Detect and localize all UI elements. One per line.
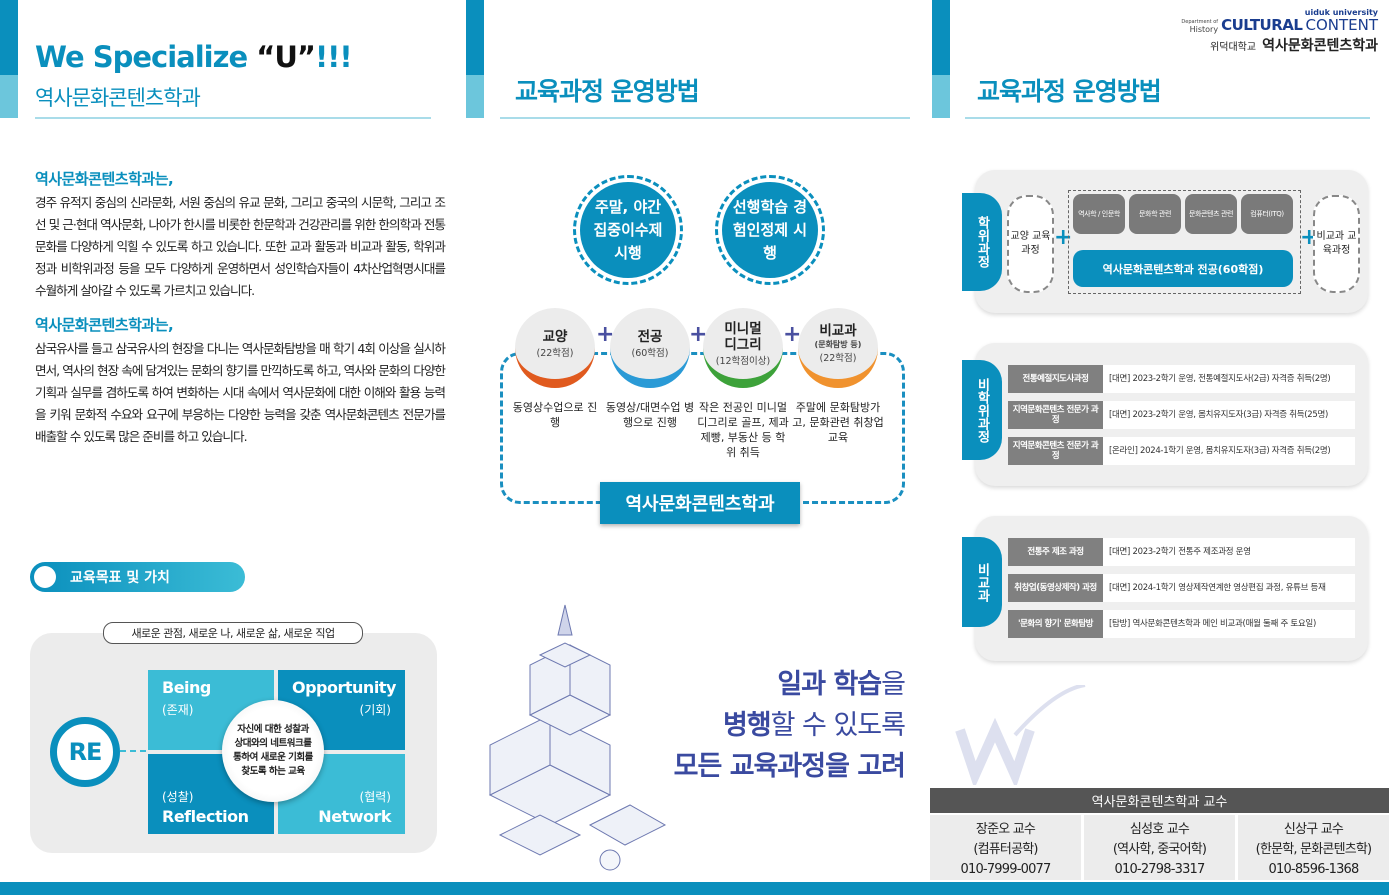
professor-card: 심성호 교수(역사학, 중국어학)010-2798-3317 [1084, 815, 1235, 880]
table-row: 지역문화콘텐츠 전문가 과정[온라인] 2024-1학기 운영, 몸치유지도자(… [1008, 437, 1355, 465]
extracurricular-course: 비교과 교육과정 [1313, 195, 1360, 293]
center-circle: 자신에 대한 성찰과 상대와의 네트워크를 통하여 새로운 기회를 찾도록 하는… [222, 700, 324, 802]
table-row: 전통예절지도사과정[대면] 2023-2학기 운영, 전통예절지도사(2급) 자… [1008, 365, 1355, 393]
subtitle: 역사문화콘텐츠학과 [35, 86, 201, 110]
general-course: 교양 교육과정 [1007, 195, 1054, 293]
feature-circle: 주말, 야간 집중이수제 시행 [573, 175, 683, 285]
accent-stripe [932, 0, 950, 75]
divider [965, 117, 1370, 119]
tab-nondegree: 비학위과정 [962, 360, 1002, 460]
plus-icon: + [596, 322, 615, 347]
professor-card: 장준오 교수(컴퓨터공학)010-7999-0077 [930, 815, 1081, 880]
table-row: 전통주 제조 과정[대면] 2023-2학기 전통주 제조과정 운영 [1008, 538, 1355, 566]
goals-label-text: 교육목표 및 가치 [70, 570, 170, 586]
circle-icon [34, 566, 56, 588]
table-row: 취창업(동영상제작) 과정[대면] 2024-1학기 영상제작연계한 영상편집 … [1008, 574, 1355, 602]
accent-stripe [466, 75, 484, 118]
course-desc: 동영상수업으로 진행 [512, 401, 598, 429]
professor-card: 신상구 교수(한문학, 문화콘텐츠학)010-8596-1368 [1238, 815, 1389, 880]
university-logo: uiduk university Department of History C… [1181, 8, 1378, 54]
intro-text: 역사문화콘텐츠학과는, 경주 유적지 중심의 신라문화, 서원 중심의 유교 문… [35, 168, 446, 448]
professors-header: 역사문화콘텐츠학과 교수 [930, 788, 1389, 813]
course-item-minimal-degree: 미니멀 디그리(12학점이상) [703, 308, 783, 388]
course-item-general: 교양(22학점) [515, 308, 595, 388]
slogan-line: 일과 학습을 [777, 669, 906, 700]
page-title: We Specialize “U”!!! [35, 40, 353, 74]
re-badge: RE [50, 717, 120, 787]
table-row: '문화의 향기' 문화탐방[탐방] 역사문화콘텐츠학과 메인 비교과(매월 둘째… [1008, 610, 1355, 638]
watermark-logo [955, 685, 1086, 785]
accent-stripe [0, 0, 18, 75]
accent-stripe [466, 0, 484, 75]
major-group [1068, 190, 1301, 294]
plus-icon: + [1054, 225, 1073, 250]
connector [120, 750, 146, 752]
section-body: 삼국유사를 들고 삼국유사의 현장을 다니는 역사문화탐방을 매 학기 4회 이… [35, 341, 446, 444]
major-course: 역사문화콘텐츠학과 전공(60학점) [1073, 250, 1293, 287]
bubble: 문화콘텐츠 관련 [1185, 194, 1237, 234]
course-desc: 동영상/대면수업 병행으로 진행 [605, 401, 695, 429]
accent-stripe [932, 75, 950, 118]
plus-icon: + [689, 322, 708, 347]
course-desc: 작은 전공인 미니멀디그리로 골프, 제과제빵, 부동산 등 학위 취득 [697, 401, 789, 459]
divider [500, 117, 910, 119]
slogan-line: 모든 교육과정을 고려 [673, 751, 906, 782]
isometric-illustration [488, 604, 667, 871]
tab-extracurricular: 비교과 [962, 537, 1002, 627]
course-item-extracurricular: 비교과(문화탐방 등)(22학점) [798, 308, 878, 388]
dept-label: 역사문화콘텐츠학과 [600, 482, 800, 524]
course-desc: 주말에 문화탐방가고, 문화관련 취창업 교육 [792, 401, 884, 444]
section-heading: 역사문화콘텐츠학과는, [35, 170, 174, 188]
plus-icon: + [783, 322, 802, 347]
section-heading: 역사문화콘텐츠학과는, [35, 316, 174, 334]
tab-degree: 학위과정 [962, 193, 1002, 291]
accent-stripe [0, 75, 18, 118]
feature-circle: 선행학습 경험인정제 시행 [715, 175, 825, 285]
divider [35, 117, 431, 119]
bubble: 컴퓨터(ITQ) [1241, 194, 1293, 234]
bubble: 문화학 관련 [1129, 194, 1181, 234]
quadrant-network: (협력)Network [278, 754, 405, 834]
section-title: 교육과정 운영방법 [515, 77, 700, 106]
lightbulb-icon [599, 849, 621, 871]
section-title: 교육과정 운영방법 [977, 77, 1162, 106]
rocket-icon [557, 604, 573, 636]
goals-tag: 새로운 관점, 새로운 나, 새로운 삶, 새로운 직업 [103, 622, 363, 644]
section-body: 경주 유적지 중심의 신라문화, 서원 중심의 유교 문화, 그리고 중국의 시… [35, 195, 446, 298]
goals-label: 교육목표 및 가치 [30, 562, 245, 592]
bubble: 역사학 / 인문학 [1073, 194, 1125, 234]
table-row: 지역문화콘텐츠 전문가 과정[대면] 2023-2학기 운영, 몸치유지도자(3… [1008, 401, 1355, 429]
course-item-major: 전공(60학점) [610, 308, 690, 388]
footer-bar [0, 882, 1389, 895]
slogan-line: 병행할 수 있도록 [722, 710, 906, 741]
